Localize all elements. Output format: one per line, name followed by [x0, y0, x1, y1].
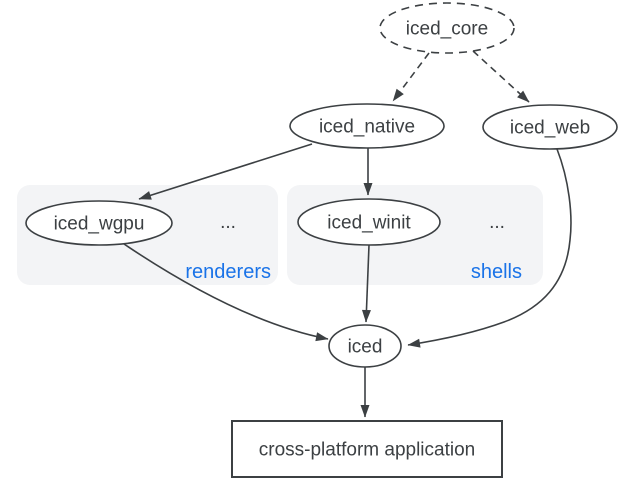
node-iced-wgpu: iced_wgpu — [25, 200, 173, 246]
node-cross-platform-application-label: cross-platform application — [259, 440, 475, 461]
edge-native-wgpu — [138, 143, 313, 200]
edge-web-iced — [407, 148, 572, 348]
node-iced-winit-label: iced_winit — [327, 213, 411, 234]
edge-wgpu-iced — [123, 243, 329, 342]
node-iced-winit: iced_winit — [297, 198, 441, 246]
node-iced-web-shape — [482, 104, 618, 150]
node-iced-native: iced_native — [289, 103, 445, 149]
node-iced-winit-shape — [297, 198, 441, 246]
renderers-ellipsis: ... — [220, 212, 236, 233]
shells-ellipsis: ... — [489, 212, 505, 233]
node-iced-wgpu-label: iced_wgpu — [54, 214, 145, 235]
group-renderers-label: renderers — [185, 261, 271, 283]
nodes: iced_core iced_native iced_web iced_wgpu… — [25, 2, 618, 478]
node-iced-core: iced_core — [379, 2, 515, 54]
node-iced-native-label: iced_native — [319, 117, 415, 138]
node-cross-platform-application-shape — [231, 420, 503, 478]
node-iced-label: iced — [348, 337, 383, 358]
node-iced-core-label: iced_core — [406, 19, 488, 40]
node-iced-wgpu-shape — [25, 200, 173, 246]
node-iced: iced — [328, 324, 402, 368]
edges — [123, 50, 572, 418]
edge-core-native — [392, 52, 430, 102]
edge-core-web — [472, 50, 530, 103]
node-cross-platform-application: cross-platform application — [231, 420, 503, 478]
node-iced-core-shape — [379, 2, 515, 54]
edge-winit-iced — [361, 244, 371, 323]
node-iced-web: iced_web — [482, 104, 618, 150]
node-iced-web-label: iced_web — [510, 118, 590, 139]
node-iced-native-shape — [289, 103, 445, 149]
node-iced-shape — [328, 324, 402, 368]
group-shells-label: shells — [471, 261, 522, 283]
